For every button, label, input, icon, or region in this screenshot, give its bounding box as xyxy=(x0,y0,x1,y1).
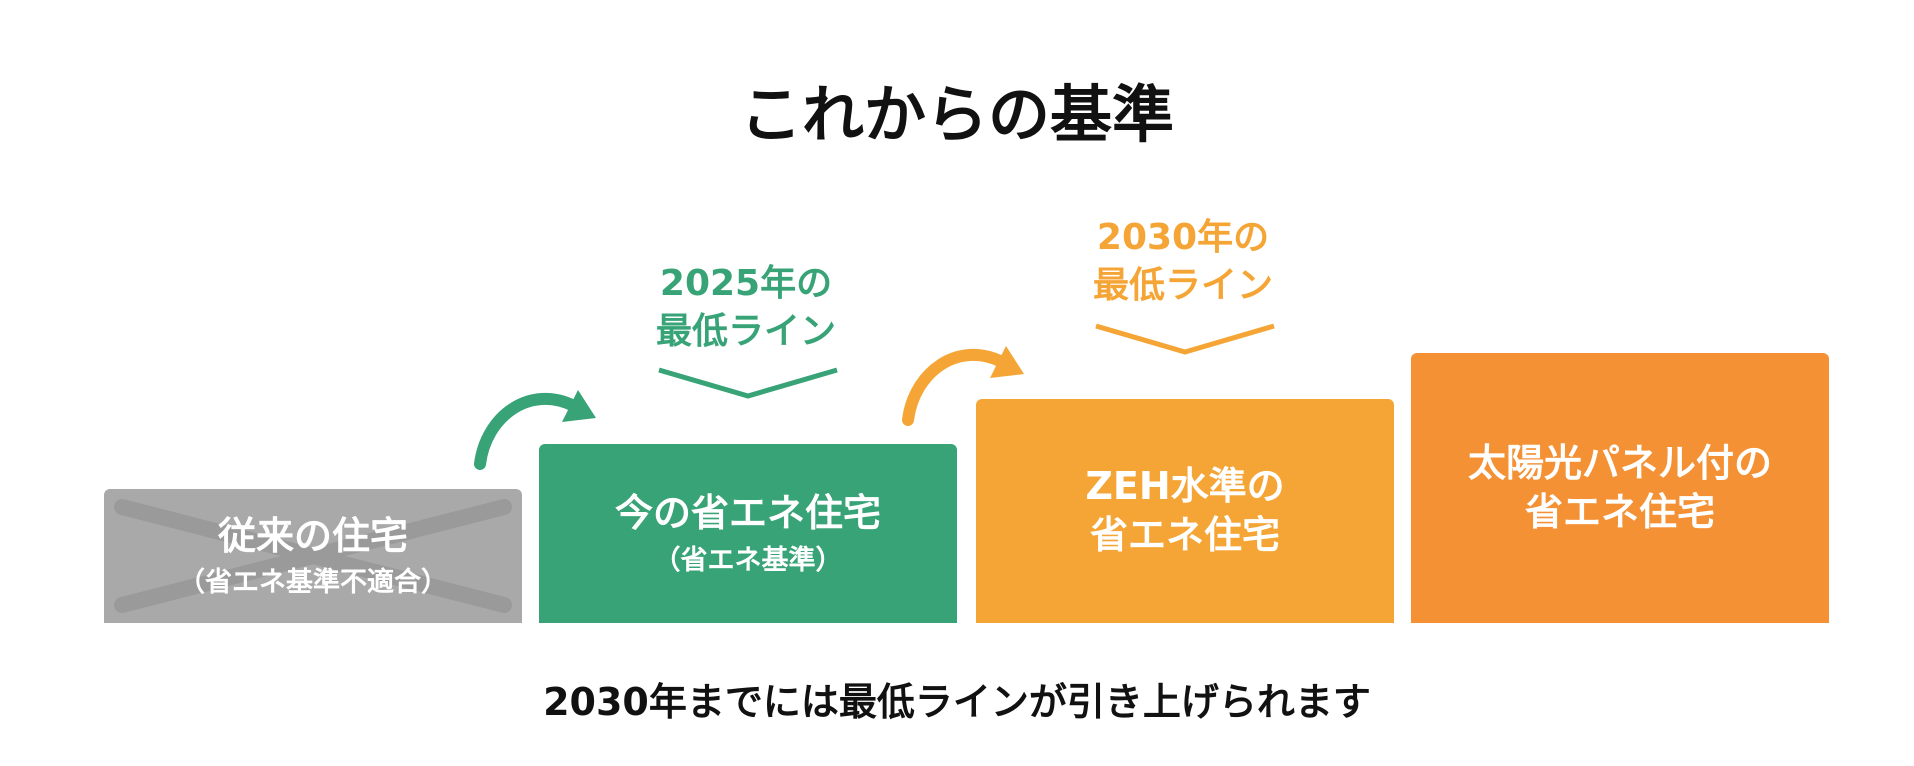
step-conventional-house: 従来の住宅 （省エネ基準不適合） xyxy=(104,489,522,623)
caption: 2030年までには最低ラインが引き上げられます xyxy=(543,680,1371,724)
step-label: 今の省エネ住宅 xyxy=(614,491,881,536)
step-label-line1: 太陽光パネル付の xyxy=(1467,440,1772,485)
chevron-down-icon xyxy=(658,367,838,399)
curved-arrow-icon xyxy=(474,390,596,470)
step-label-line2: 省エネ住宅 xyxy=(1089,513,1280,557)
step-sublabel: （省エネ基準） xyxy=(653,544,843,576)
step-label-line2: 省エネ住宅 xyxy=(1524,490,1715,534)
min-line-2030-label: 2030年の 最低ライン xyxy=(1053,214,1313,309)
chevron-down-icon xyxy=(1095,323,1275,355)
step-current-energy-saving-house: 今の省エネ住宅 （省エネ基準） xyxy=(539,444,957,623)
step-zeh-level-house: ZEH水準の 省エネ住宅 xyxy=(976,399,1394,623)
step-solar-panel-house: 太陽光パネル付の 省エネ住宅 xyxy=(1411,353,1829,623)
page-title: これからの基準 xyxy=(739,78,1174,151)
step-label-line1: ZEH水準の xyxy=(1085,463,1285,508)
step-sublabel: （省エネ基準不適合） xyxy=(178,567,448,599)
curved-arrow-icon xyxy=(902,346,1024,426)
min-line-year: 2025年の xyxy=(659,263,833,304)
min-line-text: 最低ライン xyxy=(655,310,836,352)
step-label: 従来の住宅 xyxy=(217,513,408,558)
min-line-text: 最低ライン xyxy=(1092,264,1273,306)
min-line-year: 2030年の xyxy=(1096,217,1270,258)
min-line-2025-label: 2025年の 最低ライン xyxy=(616,260,876,355)
